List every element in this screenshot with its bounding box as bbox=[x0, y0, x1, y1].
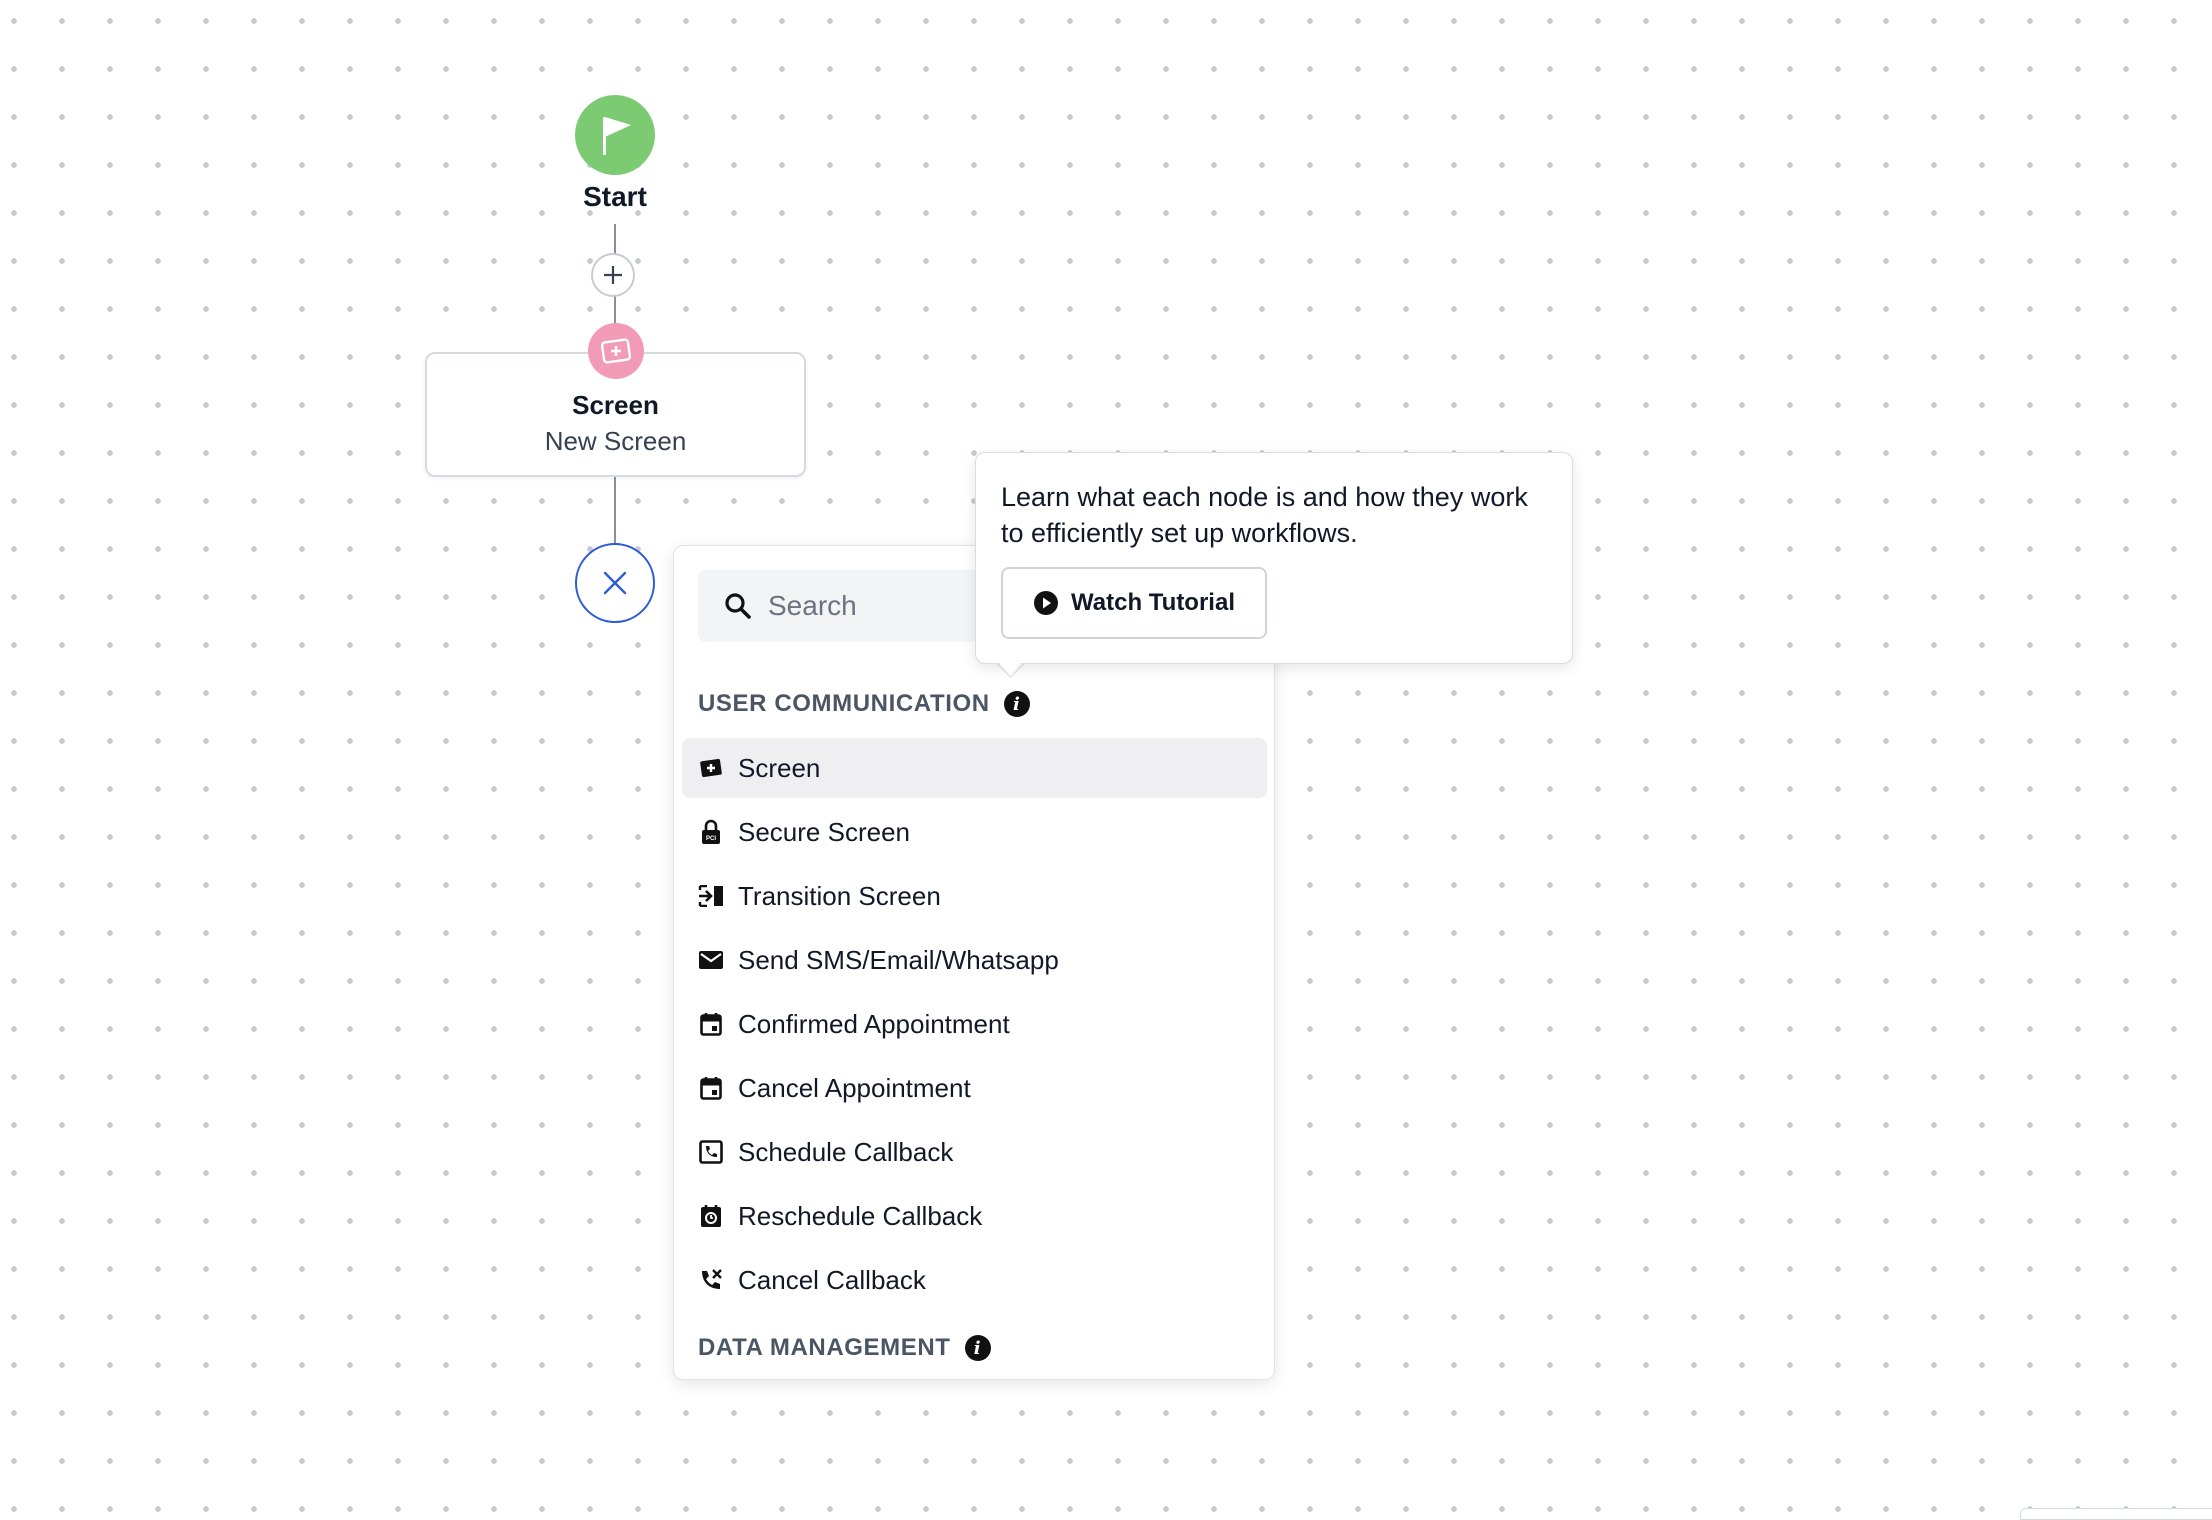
add-node-button[interactable] bbox=[591, 253, 635, 297]
search-icon bbox=[725, 593, 751, 619]
menu-item-label: Reschedule Callback bbox=[738, 1200, 983, 1231]
svg-text:PCI: PCI bbox=[706, 836, 716, 842]
section-title: DATA MANAGEMENT bbox=[698, 1334, 951, 1361]
phone-schedule-icon bbox=[698, 1139, 724, 1165]
reschedule-icon bbox=[698, 1203, 724, 1229]
menu-item-schedule-callback[interactable]: Schedule Callback bbox=[682, 1122, 1267, 1182]
node-title: Screen bbox=[572, 390, 659, 420]
menu-item-label: Cancel Callback bbox=[738, 1264, 926, 1295]
transition-icon bbox=[698, 883, 724, 909]
watch-tutorial-button[interactable]: Watch Tutorial bbox=[1001, 567, 1267, 639]
flag-icon bbox=[603, 117, 631, 155]
node-subtitle: New Screen bbox=[544, 426, 687, 456]
phone-cancel-icon bbox=[698, 1267, 724, 1293]
menu-item-label: Schedule Callback bbox=[738, 1136, 954, 1167]
menu-item-transition-screen[interactable]: Transition Screen bbox=[682, 866, 1267, 926]
section-header-data-management: DATA MANAGEMENT i bbox=[698, 1334, 991, 1362]
screen-node-card[interactable]: Screen New Screen bbox=[425, 352, 806, 477]
section-header-user-communication: USER COMMUNICATION i bbox=[698, 690, 1030, 718]
start-label: Start bbox=[583, 181, 647, 212]
menu-item-label: Screen bbox=[738, 752, 821, 783]
menu-item-cancel-callback[interactable]: Cancel Callback bbox=[682, 1250, 1267, 1310]
menu-item-send-sms-email-whatsapp[interactable]: Send SMS/Email/Whatsapp bbox=[682, 930, 1267, 990]
connector-plus-node bbox=[614, 296, 616, 326]
section-title: USER COMMUNICATION bbox=[698, 690, 990, 717]
info-icon[interactable]: i bbox=[964, 1335, 991, 1361]
plus-icon bbox=[604, 266, 622, 284]
calendar-icon bbox=[698, 1075, 724, 1101]
mail-icon bbox=[698, 947, 724, 973]
menu-item-confirmed-appointment[interactable]: Confirmed Appointment bbox=[682, 994, 1267, 1054]
menu-item-label: Cancel Appointment bbox=[738, 1072, 971, 1103]
tutorial-tooltip: Learn what each node is and how they wor… bbox=[975, 452, 1573, 664]
menu-item-label: Confirmed Appointment bbox=[738, 1008, 1010, 1039]
menu-item-reschedule-callback[interactable]: Reschedule Callback bbox=[682, 1186, 1267, 1246]
menu-item-label: Secure Screen bbox=[738, 816, 910, 847]
start-node-icon[interactable] bbox=[575, 95, 655, 175]
tooltip-text: Learn what each node is and how they wor… bbox=[1001, 482, 1528, 548]
close-menu-button[interactable] bbox=[575, 543, 655, 623]
lock-icon: PCI bbox=[698, 819, 724, 845]
close-icon bbox=[603, 571, 627, 595]
connector-start-plus bbox=[614, 224, 616, 254]
node-picker-panel: USER COMMUNICATION i Screen PCI Secure S… bbox=[673, 545, 1275, 1380]
screen-icon bbox=[601, 338, 631, 364]
screen-icon bbox=[698, 755, 724, 781]
watch-tutorial-label: Watch Tutorial bbox=[1071, 589, 1235, 616]
info-icon[interactable]: i bbox=[1003, 691, 1030, 717]
menu-item-cancel-appointment[interactable]: Cancel Appointment bbox=[682, 1058, 1267, 1118]
menu-item-screen[interactable]: Screen bbox=[682, 738, 1267, 798]
menu-item-secure-screen[interactable]: PCI Secure Screen bbox=[682, 802, 1267, 862]
menu-item-label: Send SMS/Email/Whatsapp bbox=[738, 944, 1059, 975]
play-icon bbox=[1034, 591, 1058, 615]
screen-node-badge-icon bbox=[588, 323, 644, 379]
corner-panel bbox=[2020, 1508, 2212, 1520]
menu-item-label: Transition Screen bbox=[738, 880, 941, 911]
connector-node-close bbox=[614, 476, 616, 544]
calendar-icon bbox=[698, 1011, 724, 1037]
